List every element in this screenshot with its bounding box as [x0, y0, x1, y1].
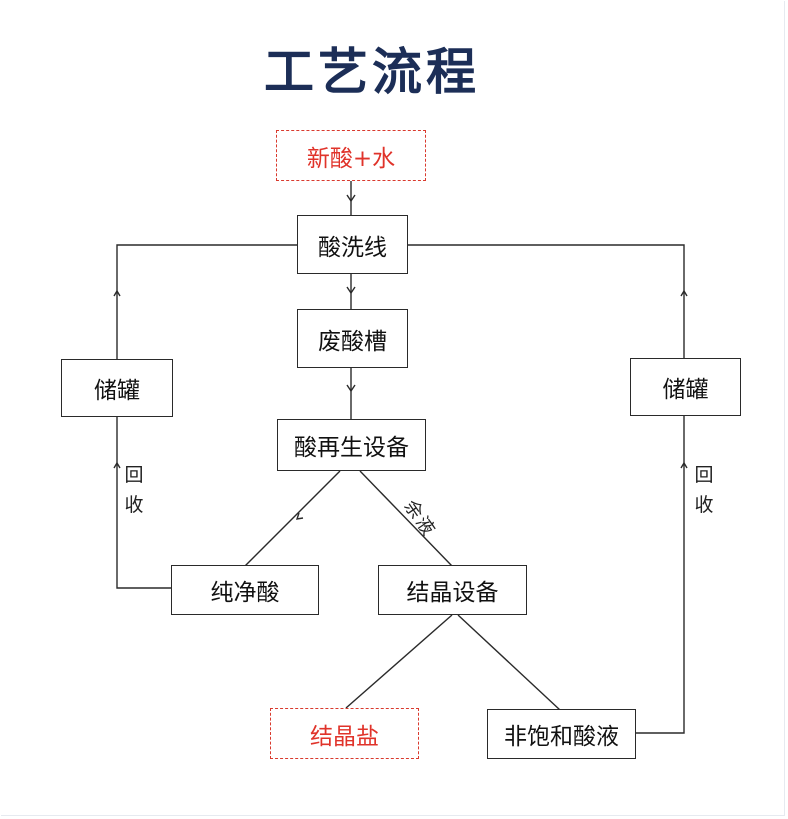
edge-unsat-storage-right	[636, 416, 685, 734]
node-pickling-line: 酸洗线	[297, 215, 408, 274]
label-recycle-left-1: 回	[124, 464, 144, 486]
edge-regen-crystal	[359, 470, 453, 567]
node-crystal-salt: 结晶盐	[270, 708, 419, 759]
arrowhead-recycle-right	[680, 461, 688, 469]
node-unsat-acid: 非饱和酸液	[487, 709, 636, 759]
arrowhead-waste-regen	[346, 384, 356, 393]
edge-regen-pureacid	[244, 470, 341, 567]
label-recycle-left: 回 收	[122, 460, 146, 520]
edge-pureacid-storage-left	[116, 417, 171, 589]
edge-crystal-salt	[345, 614, 453, 709]
page-title: 工艺流程	[264, 43, 480, 101]
node-crystal-equip: 结晶设备	[378, 565, 527, 615]
label-recycle-right-1: 回	[694, 464, 714, 486]
label-recycle-left-2: 收	[124, 494, 144, 516]
edge-crystal-unsat	[457, 614, 561, 711]
node-new-acid-water: 新酸+水	[276, 130, 426, 181]
arrowhead-regen-pureacid	[295, 512, 304, 520]
arrowhead-newacid-pickling	[346, 194, 356, 203]
edge-storage-right-pickling	[407, 244, 685, 358]
arrowhead-right-up	[680, 289, 688, 297]
label-recycle-right: 回 收	[692, 460, 716, 520]
node-pure-acid: 纯净酸	[171, 565, 319, 615]
arrowhead-left-up	[113, 289, 121, 297]
node-acid-regen: 酸再生设备	[277, 419, 426, 471]
label-recycle-right-2: 收	[694, 494, 714, 516]
arrowhead-pickling-waste	[346, 286, 356, 295]
node-storage-left: 储罐	[61, 359, 173, 417]
node-waste-acid-tank: 废酸槽	[297, 309, 408, 368]
arrowhead-recycle-left	[113, 461, 121, 469]
edge-storage-left-pickling	[116, 244, 298, 359]
node-storage-right: 储罐	[630, 358, 741, 416]
